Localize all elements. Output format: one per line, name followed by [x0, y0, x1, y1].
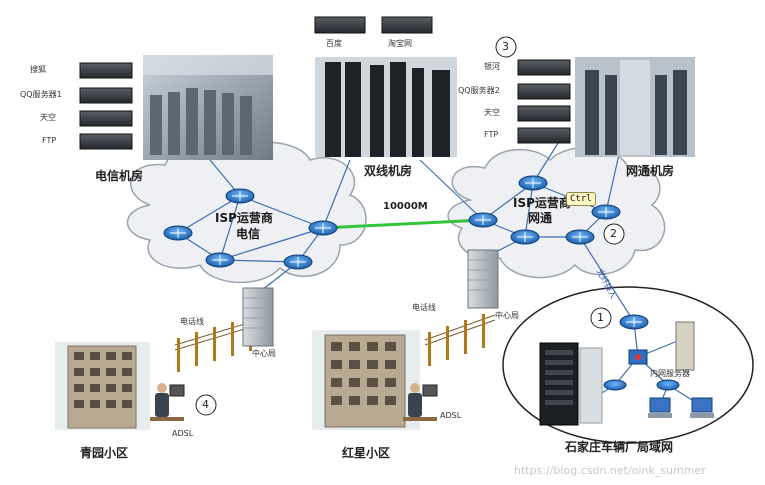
hongxing-area-title: 红星小区	[342, 446, 391, 460]
lan-boundary	[502, 286, 754, 444]
lan-workstations	[648, 397, 714, 418]
central-office-building-1	[242, 287, 274, 347]
telecom-room-title: 电信机房	[95, 169, 144, 183]
watermark: https://blog.csdn.net/oink_summer	[514, 464, 706, 477]
netcom-server-units	[517, 59, 571, 144]
adsl-user-2	[403, 383, 438, 421]
server-label-tiankong-2: 天空	[484, 108, 500, 117]
netcom-isp-sublabel: 网通	[528, 211, 553, 225]
server-label-qq2: QQ服务器2	[458, 86, 500, 95]
telecom-server-units	[79, 62, 133, 150]
server-label-qq1: QQ服务器1	[20, 90, 62, 99]
router-glyphs	[170, 178, 642, 327]
telecom-isp-sublabel: 电信	[236, 227, 261, 241]
phone-line-label-2: 电话线	[412, 303, 436, 312]
server-label-ftp-2: FTP	[484, 130, 499, 139]
phone-line-label-1: 电话线	[180, 317, 204, 326]
adsl-user-1	[150, 383, 185, 421]
server-label-sohu: 搜狐	[30, 65, 46, 74]
lan-routers	[603, 379, 680, 391]
hongxing-building-photo	[312, 330, 420, 430]
intranet-server-label: 内网服务器	[650, 369, 690, 378]
ctrl-tag: Ctrl	[566, 192, 596, 206]
intranet-server-towers	[675, 321, 695, 371]
dual-room-photo	[315, 57, 457, 157]
number-marker-1: 1	[597, 311, 604, 324]
telephone-poles-right	[428, 314, 485, 366]
server-label-ftp-1: FTP	[42, 136, 57, 145]
qingyuan-area-title: 青园小区	[80, 446, 129, 460]
netcom-isp-label: ISP运营商	[513, 196, 571, 210]
number-marker-circles	[195, 36, 625, 416]
backbone-link	[322, 218, 484, 230]
central-office-label-2: 中心局	[495, 311, 519, 320]
number-marker-4: 4	[202, 398, 209, 411]
dual-room-title: 双线机房	[364, 164, 413, 178]
server-label-baidu: 百度	[326, 39, 342, 48]
telecom-room-photo	[143, 55, 273, 160]
server-label-yinhe: 银河	[484, 62, 500, 71]
adsl-label-1: ADSL	[172, 429, 194, 438]
lan-server-rack	[539, 342, 603, 426]
central-office-building-2	[467, 249, 499, 309]
backbone-bandwidth-label: 10000M	[383, 201, 428, 212]
server-label-taobao: 淘宝网	[388, 39, 412, 48]
lan-switch	[628, 349, 648, 365]
server-label-tiankong-1: 天空	[40, 113, 56, 122]
central-office-label-1: 中心局	[252, 349, 276, 358]
telecom-isp-label: ISP运营商	[215, 211, 273, 225]
adsl-label-2: ADSL	[440, 411, 462, 420]
lan-area-title: 石家庄车辆厂局域网	[565, 440, 674, 454]
number-marker-3: 3	[502, 40, 509, 53]
netcom-room-photo	[575, 57, 695, 157]
qingyuan-building-photo	[55, 342, 150, 430]
dual-server-units	[314, 16, 433, 34]
number-marker-2: 2	[610, 227, 617, 240]
netcom-room-title: 网通机房	[626, 164, 675, 178]
